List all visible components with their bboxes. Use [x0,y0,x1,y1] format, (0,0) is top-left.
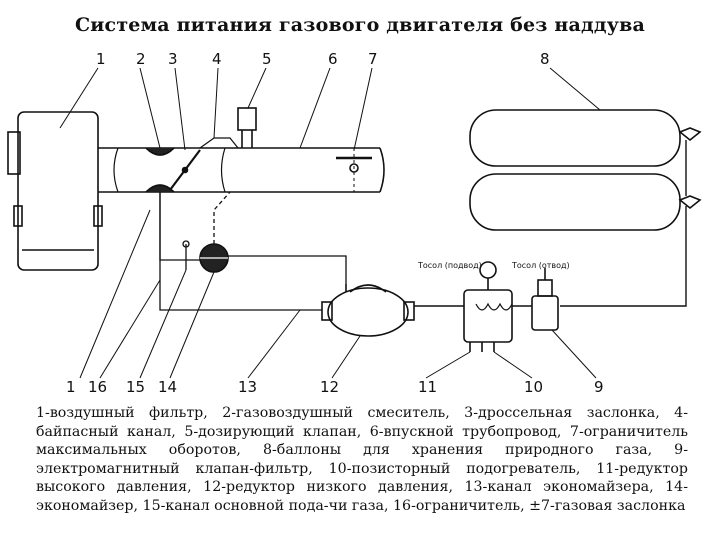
label-3: 3 [168,50,178,68]
gas-engine-supply-diagram: 1 2 3 4 5 6 7 8 1 16 15 14 13 12 11 10 9… [7,50,702,396]
callout-labels: 1 2 3 4 5 6 7 8 1 16 15 14 13 12 11 10 9… [66,50,604,396]
gas-cylinders [469,109,702,231]
label-10: 10 [524,378,543,396]
label-1-bottom: 1 [66,378,76,396]
label-16: 16 [88,378,107,396]
label-13: 13 [238,378,257,396]
diagram-title: Система питания газового двигателя без н… [74,14,646,36]
coolant-out-label: Тосол (отвод) [511,261,570,270]
label-15: 15 [126,378,145,396]
label-8: 8 [540,50,550,68]
label-7: 7 [368,50,378,68]
intake-pipe [98,147,385,193]
label-12: 12 [320,378,339,396]
label-5: 5 [262,50,272,68]
metering-valve [237,107,257,148]
low-pressure-reducer [321,284,464,337]
speed-limiter-shutter [336,148,372,192]
high-pressure-reducer [463,261,532,352]
air-filter [7,111,103,271]
gas-channels [159,191,347,311]
coolant-in-label: Тосол (подвод) [417,261,482,270]
label-9: 9 [594,378,604,396]
leader-lines [59,67,601,379]
label-1: 1 [96,50,106,68]
bypass-channel [199,137,239,149]
gas-air-mixer [145,147,175,193]
high-pressure-gas-line [560,140,687,307]
label-14: 14 [158,378,177,396]
label-6: 6 [328,50,338,68]
label-11: 11 [418,378,437,396]
component-legend: 1-воздушный фильтр, 2-газовоздушный смес… [36,405,688,514]
economizer [199,243,229,273]
solenoid-valve-filter [531,268,559,331]
label-4: 4 [212,50,222,68]
throttle-valve [169,149,201,191]
label-2: 2 [136,50,146,68]
